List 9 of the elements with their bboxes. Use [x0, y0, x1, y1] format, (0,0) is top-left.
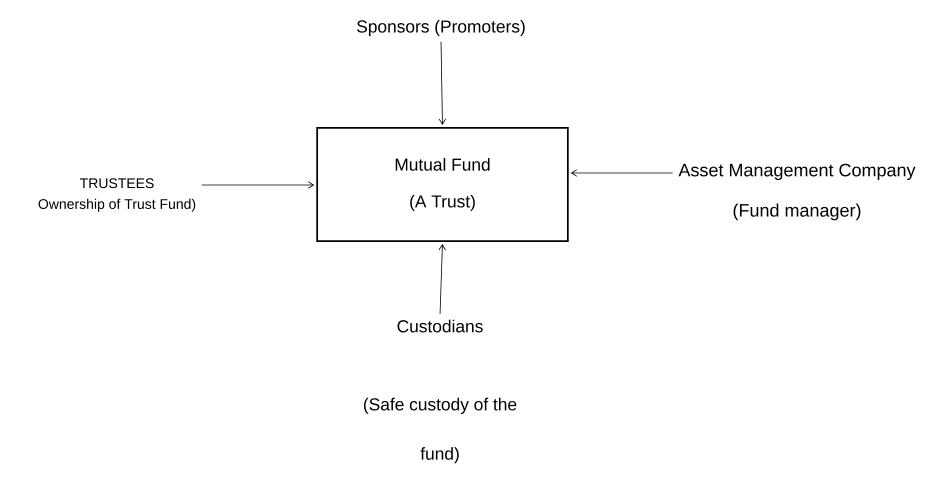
arrow: [438, 41, 446, 125]
node-label: Custodians (Safe custody of the fund): [364, 320, 516, 464]
node-label: Sponsors (Promoters): [357, 20, 525, 36]
process-box: Mutual Fund (A Trust): [316, 126, 569, 242]
node-label: Asset Management Company (Fund manager): [678, 164, 916, 220]
arrow: [570, 169, 674, 177]
arrow: [438, 244, 446, 314]
arrow: [201, 181, 314, 189]
node-label: TRUSTEES Ownership of Trust Fund): [38, 178, 196, 212]
